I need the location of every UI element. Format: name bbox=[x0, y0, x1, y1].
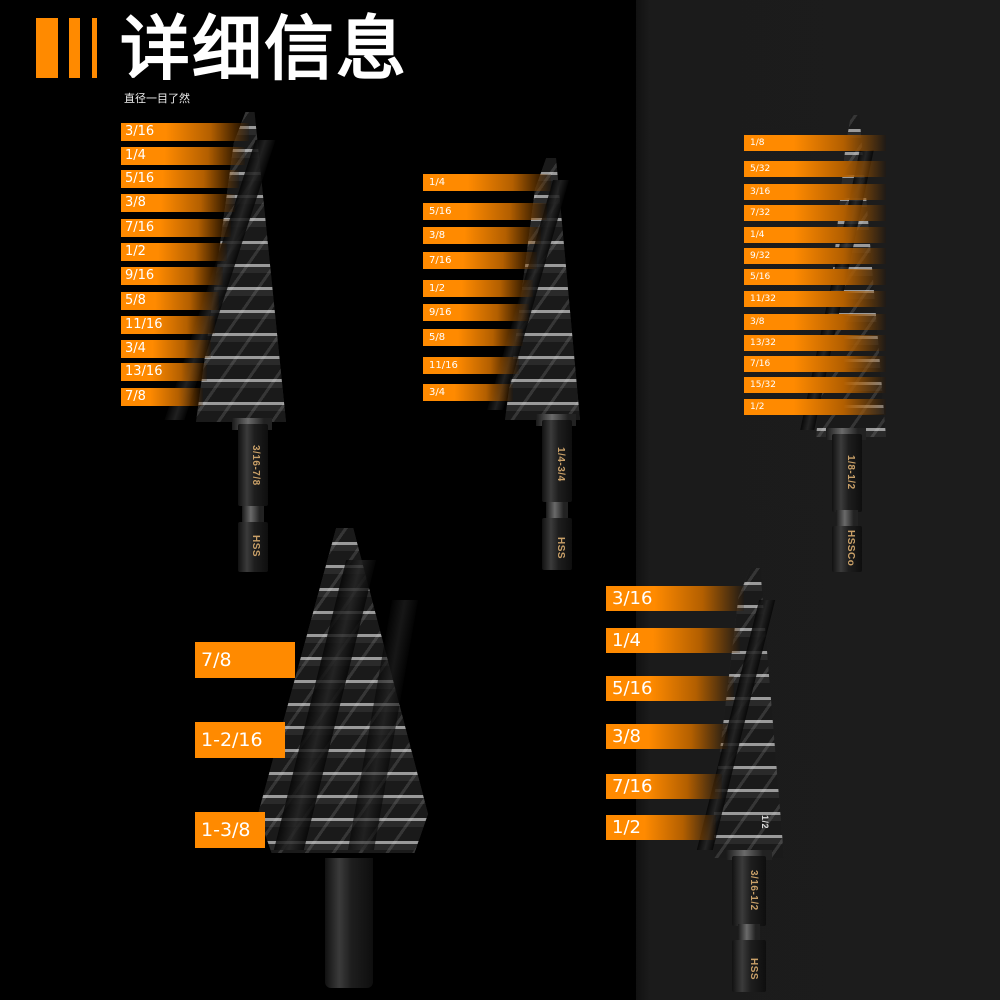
size-label: 7/32 bbox=[744, 205, 886, 221]
shank-hex-end bbox=[832, 526, 862, 572]
size-label: 5/16 bbox=[606, 676, 734, 701]
range-engraving: 3/16-7/8 bbox=[250, 445, 261, 486]
size-label: 5/16 bbox=[744, 269, 886, 285]
range-engraving: 1/4-3/4 bbox=[555, 447, 566, 482]
size-label: 3/8 bbox=[121, 194, 235, 212]
size-label: 1/4 bbox=[423, 174, 551, 191]
size-label: 1/4 bbox=[606, 628, 740, 653]
material-engraving: HSSCo bbox=[845, 530, 856, 567]
size-label: 3/8 bbox=[606, 724, 728, 749]
round-shank bbox=[325, 858, 373, 988]
shank-hex-end bbox=[542, 518, 572, 570]
size-label: 3/16 bbox=[606, 586, 744, 611]
material-engraving: HSS bbox=[748, 958, 759, 981]
size-label: 1/2 bbox=[121, 243, 227, 261]
size-label: 13/32 bbox=[744, 335, 886, 351]
range-engraving: 3/16-1/2 bbox=[748, 870, 759, 911]
size-label: 3/16 bbox=[744, 184, 886, 200]
size-label: 15/32 bbox=[744, 377, 886, 393]
size-label: 11/16 bbox=[423, 357, 519, 374]
shank-collar bbox=[726, 850, 772, 860]
size-label: 11/32 bbox=[744, 291, 886, 307]
size-label: 5/16 bbox=[121, 170, 239, 188]
size-label: 3/4 bbox=[423, 384, 513, 401]
size-label: 1/2 bbox=[606, 815, 716, 840]
page-subtitle: 直径一目了然 bbox=[124, 92, 190, 105]
size-label: 1-3/8 bbox=[195, 812, 265, 848]
accent-bar-icon bbox=[36, 18, 58, 78]
size-label: 5/16 bbox=[423, 203, 547, 220]
shank-hex bbox=[732, 856, 766, 926]
shank-groove bbox=[546, 502, 568, 520]
size-label: 1/4 bbox=[744, 227, 886, 243]
shank-hex bbox=[832, 434, 862, 512]
size-label: 1/8 bbox=[744, 135, 886, 151]
size-label: 5/8 bbox=[423, 329, 523, 346]
shank-groove bbox=[242, 506, 264, 524]
accent-bar-icon bbox=[92, 18, 97, 78]
size-label: 5/32 bbox=[744, 161, 886, 177]
size-label: 7/16 bbox=[423, 252, 537, 269]
size-label: 7/8 bbox=[121, 388, 203, 406]
range-engraving: 1/8-1/2 bbox=[845, 455, 856, 490]
size-label: 7/16 bbox=[744, 356, 886, 372]
size-label: 9/16 bbox=[121, 267, 223, 285]
shank-groove bbox=[836, 510, 858, 528]
size-label: 7/16 bbox=[121, 219, 231, 237]
size-label: 9/32 bbox=[744, 248, 886, 264]
size-label: 3/16 bbox=[121, 123, 249, 141]
size-label: 11/16 bbox=[121, 316, 215, 334]
size-label: 1/2 bbox=[423, 280, 533, 297]
size-label: 1-2/16 bbox=[195, 722, 285, 758]
page-title: 详细信息 bbox=[120, 8, 408, 90]
shank-hex bbox=[238, 424, 268, 506]
size-label: 3/8 bbox=[744, 314, 886, 330]
size-label: 5/8 bbox=[121, 292, 219, 310]
shank-hex-end bbox=[238, 522, 268, 572]
size-label: 1/4 bbox=[121, 147, 245, 165]
size-label: 7/8 bbox=[195, 642, 295, 678]
step-engraving: 1/2 bbox=[760, 815, 770, 830]
material-engraving: HSS bbox=[555, 537, 566, 560]
size-label: 9/16 bbox=[423, 304, 529, 321]
size-label: 3/8 bbox=[423, 227, 541, 244]
material-engraving: HSS bbox=[250, 535, 261, 558]
shank-groove bbox=[738, 924, 760, 942]
size-label: 1/2 bbox=[744, 399, 886, 415]
size-label: 7/16 bbox=[606, 774, 722, 799]
size-label: 3/4 bbox=[121, 340, 211, 358]
accent-bar-icon bbox=[69, 18, 80, 78]
shank-hex-end bbox=[732, 940, 766, 992]
size-label: 13/16 bbox=[121, 363, 207, 381]
shank-hex bbox=[542, 420, 572, 502]
